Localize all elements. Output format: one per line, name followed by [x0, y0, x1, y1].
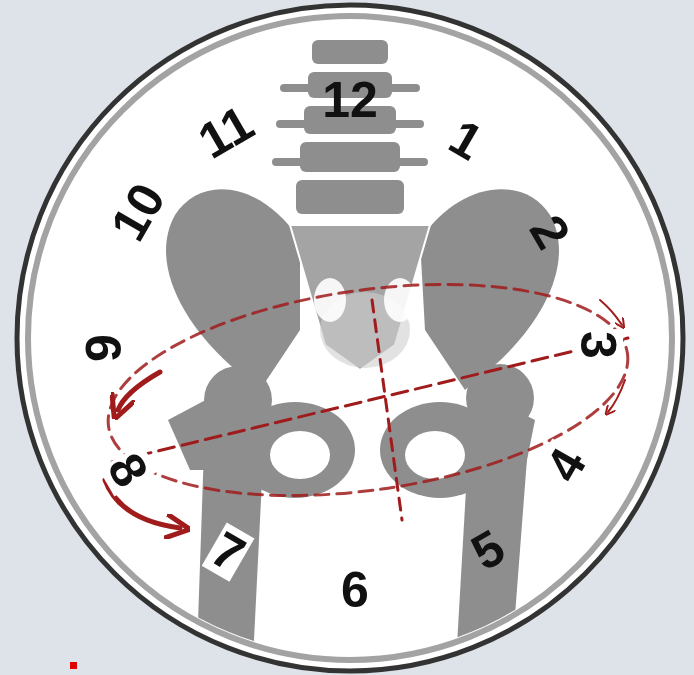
marker-square [70, 662, 77, 669]
clock-number: 3 [573, 329, 623, 361]
rotation-path [95, 255, 642, 528]
clock-number: 8 [98, 444, 157, 497]
clock-number: 10 [101, 174, 174, 251]
clock-rim [17, 5, 683, 671]
clock-number: 11 [189, 96, 263, 168]
pelvis-bones [166, 40, 559, 675]
clock-number: 1 [440, 110, 493, 169]
clock-number: 4 [536, 439, 595, 492]
clock-number: 7 [202, 522, 255, 581]
clock-number: 12 [320, 75, 380, 125]
clock-number: 2 [520, 206, 579, 259]
clock-number: 5 [462, 520, 515, 579]
clock-inner-ring [28, 16, 672, 660]
clock-number: 9 [79, 332, 129, 364]
clock-number: 6 [339, 565, 371, 615]
